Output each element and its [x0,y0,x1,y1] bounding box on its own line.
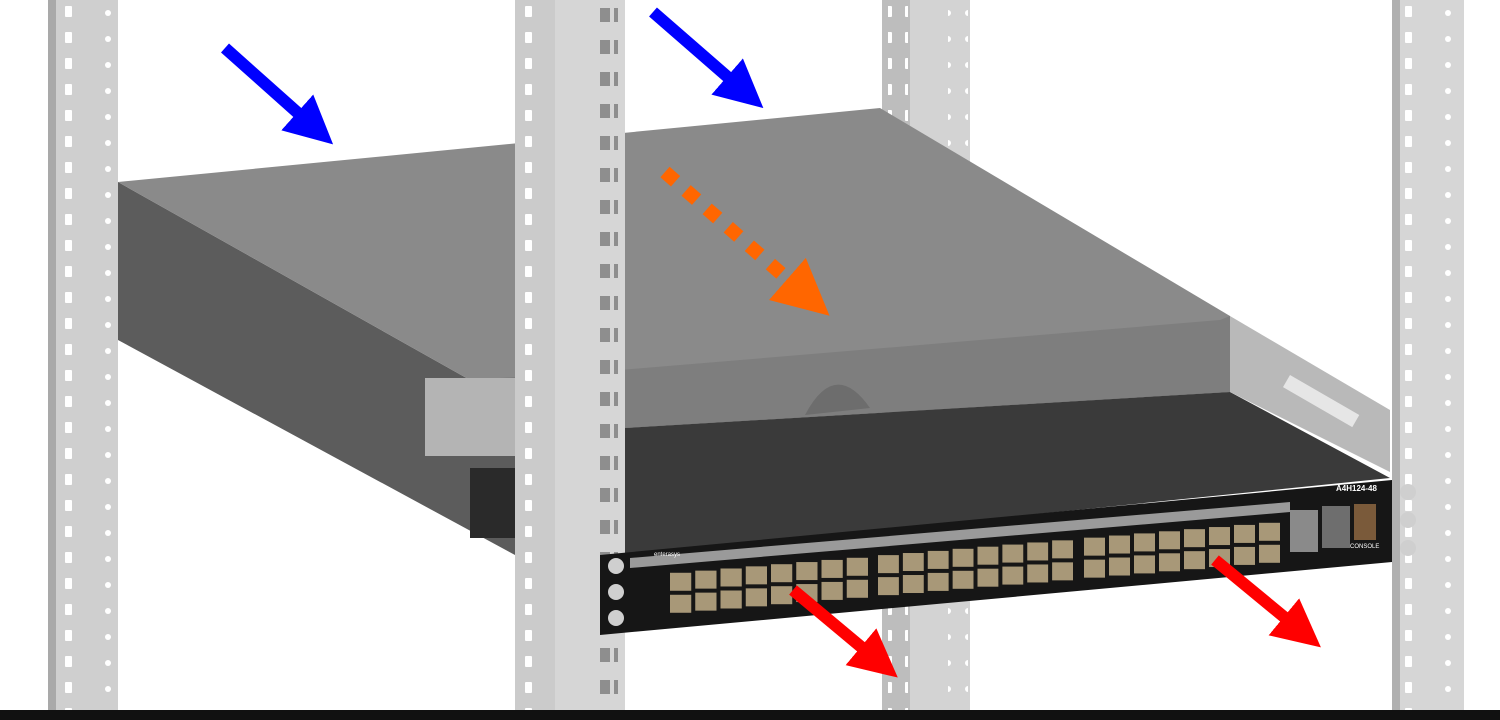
rj45-port [846,579,868,598]
chassis-front-top-face [605,392,1390,558]
rj45-port [1134,555,1155,574]
rack-post-left-rear [48,0,118,710]
rj45-port [1052,540,1073,559]
rj45-port [902,553,924,572]
rj45-port [1184,529,1205,548]
rj45-port [952,570,974,589]
exhaust-arrow-right [1211,555,1321,648]
rj45-port [771,586,793,605]
rj45-port [1002,544,1024,563]
rj45-port [1159,531,1180,550]
rj45-port [1234,524,1255,543]
rj45-port [1084,537,1105,556]
rj45-port [720,568,742,587]
rj45-port [1027,542,1049,561]
rj45-port [1109,557,1130,576]
rj45-port [977,546,999,565]
rj45-port [902,575,924,594]
rack-post-far-right [1392,0,1464,710]
rj45-port [1084,559,1105,578]
intake-arrow-right [649,7,764,109]
front-panel-silver-trim [630,502,1290,568]
rail-slot-dark [470,468,515,538]
rj45-port [1134,533,1155,552]
rj45-port [927,550,949,569]
rj45-port-bank [670,522,1280,613]
rj45-port [1259,544,1280,563]
exhaust-arrow-left [789,585,898,678]
internal-airflow-arrow [660,166,830,316]
chassis-left-side [118,182,515,555]
rj45-port [796,562,818,581]
bottom-band [0,710,1500,720]
mount-screws [608,484,1416,626]
uplink-ports [1290,504,1376,552]
rj45-port [1184,551,1205,570]
rj45-port [846,557,868,576]
rj45-port [695,570,717,589]
rj45-port [771,564,793,583]
rj45-port [878,577,899,596]
rj45-port [1209,527,1230,546]
chassis-notch [805,384,870,415]
chassis-top-front-lip [470,316,1230,428]
rj45-port [1259,522,1280,541]
rj45-port [695,592,717,611]
rj45-port [821,559,843,578]
rj45-port [1234,546,1255,565]
rj45-port [670,594,692,613]
rj45-port [821,581,843,600]
rj45-port [1052,562,1073,581]
rj45-port [977,568,999,587]
rj45-port [1109,535,1130,554]
airflow-arrows [221,7,1321,678]
rj45-port [745,588,767,607]
switch-chassis [118,108,1390,558]
rj45-port [1002,566,1024,585]
bracket-slot [1283,375,1360,428]
rj45-port [720,590,742,609]
rj45-port [670,572,692,591]
rj45-port [1027,564,1049,583]
console-port [1354,504,1376,540]
rail-clip-left [425,378,515,456]
rj45-port [745,566,767,585]
rj45-port [952,548,974,567]
rj45-port [878,555,899,574]
rj45-port [927,572,949,591]
rj45-port [1159,553,1180,572]
intake-arrow-left [221,43,334,145]
